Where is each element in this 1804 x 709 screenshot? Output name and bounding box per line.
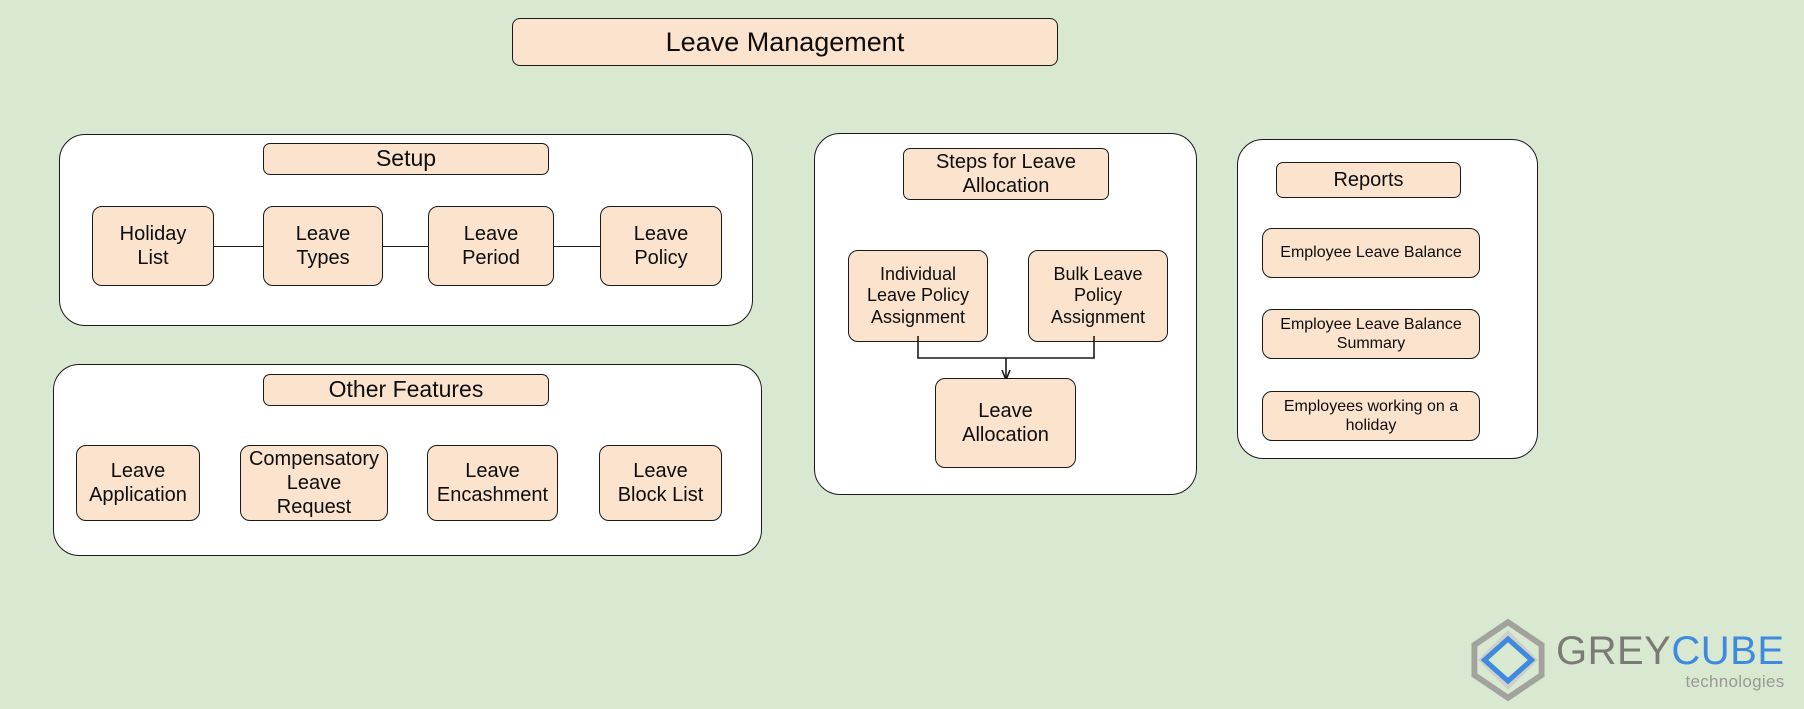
setup-item-leave-policy[interactable]: Leave Policy xyxy=(600,206,722,286)
logo-wordmark: GREYCUBE xyxy=(1556,631,1785,671)
steps-source-bulk-leave-policy-assignment[interactable]: Bulk Leave Policy Assignment xyxy=(1028,250,1168,342)
reports-item-employee-leave-balance[interactable]: Employee Leave Balance xyxy=(1262,228,1480,278)
logo-tagline: technologies xyxy=(1685,671,1785,691)
other-features-item-leave-block-list[interactable]: Leave Block List xyxy=(599,445,722,521)
setup-connector-1 xyxy=(214,246,263,247)
logo-word-grey: GREY xyxy=(1556,628,1672,673)
setup-connector-3 xyxy=(554,246,600,247)
reports-item-employee-leave-balance-summary[interactable]: Employee Leave Balance Summary xyxy=(1262,309,1480,359)
other-features-item-compensatory-leave-request[interactable]: Compensatory Leave Request xyxy=(240,445,388,521)
reports-heading: Reports xyxy=(1276,162,1461,198)
setup-connector-2 xyxy=(383,246,428,247)
setup-heading: Setup xyxy=(263,143,549,175)
setup-item-leave-period[interactable]: Leave Period xyxy=(428,206,554,286)
steps-target-leave-allocation[interactable]: Leave Allocation xyxy=(935,378,1076,468)
logo-word-blue: CUBE xyxy=(1671,628,1785,673)
reports-item-employees-working-on-a-holiday[interactable]: Employees working on a holiday xyxy=(1262,391,1480,441)
other-features-heading: Other Features xyxy=(263,374,549,406)
greycube-diamond-icon xyxy=(1471,618,1545,702)
setup-item-leave-types[interactable]: Leave Types xyxy=(263,206,383,286)
logo-text-block: GREYCUBE technologies xyxy=(1556,631,1785,690)
setup-item-holiday-list[interactable]: Holiday List xyxy=(92,206,214,286)
other-features-item-leave-encashment[interactable]: Leave Encashment xyxy=(427,445,558,521)
diagram-title: Leave Management xyxy=(512,18,1058,66)
steps-for-leave-allocation-heading: Steps for Leave Allocation xyxy=(903,148,1109,200)
other-features-item-leave-application[interactable]: Leave Application xyxy=(76,445,200,521)
steps-source-individual-leave-policy-assignment[interactable]: Individual Leave Policy Assignment xyxy=(848,250,988,342)
greycube-logo: GREYCUBE technologies xyxy=(1466,617,1796,703)
